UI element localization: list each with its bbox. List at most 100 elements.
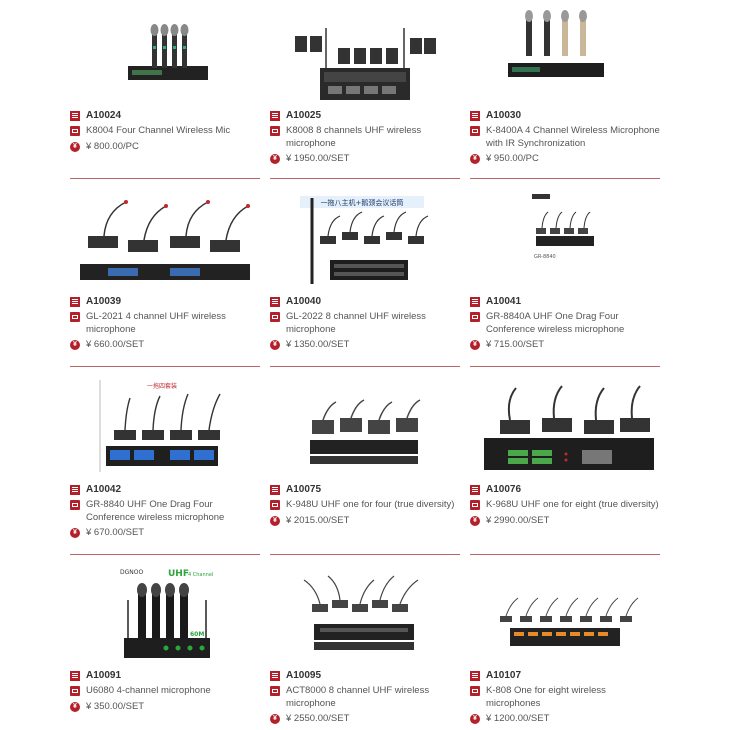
product-price: ¥ 2990.00/SET (486, 514, 550, 526)
product-code-icon (270, 671, 280, 681)
product-code-icon (70, 297, 80, 307)
product-image[interactable] (470, 566, 660, 664)
range-badge: 60M (190, 631, 204, 638)
product-price: ¥ 950.00/PC (486, 153, 539, 164)
product-code[interactable]: A10040 (286, 296, 322, 307)
product-price: ¥ 350.00/SET (86, 700, 145, 712)
product-name[interactable]: U6080 4-channel microphone (86, 685, 211, 696)
price-icon: ¥ (70, 701, 80, 712)
product-image[interactable]: 一拖八主机+鹅颈会议话筒 (270, 192, 460, 290)
price-icon: ¥ (70, 141, 80, 152)
product-code[interactable]: A10042 (86, 484, 122, 495)
product-code[interactable]: A10041 (486, 296, 522, 307)
price-icon: ¥ (470, 515, 480, 526)
product-caption: GR-8840 (534, 254, 556, 260)
price-icon: ¥ (270, 515, 280, 526)
product-name[interactable]: ACT8000 8 channel UHF wireless microphon… (286, 685, 430, 709)
product-image[interactable] (70, 8, 260, 106)
product-code-icon (470, 671, 480, 681)
product-price: ¥ 2015.00/SET (286, 514, 350, 526)
price-icon: ¥ (70, 528, 80, 538)
product-code[interactable]: A10095 (286, 670, 322, 681)
row-divider (70, 554, 260, 555)
product-code-icon (70, 485, 80, 495)
product-image[interactable] (270, 380, 460, 478)
product-price: ¥ 660.00/SET (86, 339, 145, 350)
row-divider (70, 178, 260, 179)
conference-mic-system-icon (80, 200, 250, 280)
product-price: ¥ 715.00/SET (486, 339, 545, 350)
product-name-icon (70, 126, 80, 136)
product-image[interactable] (70, 192, 260, 290)
product-image[interactable] (470, 380, 660, 478)
price-icon: ¥ (470, 714, 480, 724)
product-price: ¥ 2550.00/SET (286, 713, 350, 724)
product-code[interactable]: A10076 (486, 484, 522, 495)
price-icon: ¥ (470, 340, 480, 350)
product-image[interactable] (470, 8, 660, 106)
conference-mic-system-icon (303, 575, 419, 650)
product-code[interactable]: A10024 (86, 110, 122, 121)
product-code[interactable]: A10075 (286, 484, 322, 495)
product-name-icon (270, 312, 280, 322)
product-code[interactable]: A10091 (86, 670, 122, 681)
product-image[interactable]: DGNOO UHF 4 Channel 60M (70, 566, 260, 664)
product-code[interactable]: A10107 (486, 670, 522, 681)
product-name[interactable]: K8008 8 channels UHF wireless microphone (286, 125, 422, 149)
product-name[interactable]: K8004 Four Channel Wireless Mic (86, 125, 231, 136)
price-icon: ¥ (270, 714, 280, 724)
product-image[interactable] (270, 8, 460, 106)
product-code-icon (470, 297, 480, 307)
conference-mic-system-icon: GR-8840 (532, 194, 594, 260)
price-icon: ¥ (270, 154, 280, 164)
handheld-mic-system-icon (128, 24, 208, 80)
product-image[interactable]: GR-8840 (470, 192, 660, 290)
product-name[interactable]: GR-8840 UHF One Drag Four Conference wir… (86, 499, 225, 523)
conference-mic-system-icon: 一拖四套装 (99, 380, 221, 472)
product-code-icon (70, 111, 80, 121)
product-name-icon (70, 312, 80, 322)
product-code-icon (470, 111, 480, 121)
product-name-icon (470, 312, 480, 322)
handheld-mic-system-icon (508, 10, 604, 77)
product-name[interactable]: K-968U UHF one for eight (true diversity… (486, 499, 659, 510)
product-name-icon (470, 500, 480, 510)
channel-badge: 4 Channel (188, 572, 213, 578)
product-name[interactable]: GL-2021 4 channel UHF wireless microphon… (86, 311, 226, 335)
product-name[interactable]: K-8400A 4 Channel Wireless Microphone wi… (486, 125, 660, 149)
product-code-icon (270, 111, 280, 121)
uhf-badge: UHF (168, 569, 189, 579)
price-icon: ¥ (270, 340, 280, 350)
product-name-icon (470, 686, 480, 696)
conference-mic-system-icon: 一拖八主机+鹅颈会议话筒 (300, 196, 429, 284)
row-divider (270, 554, 460, 555)
product-name[interactable]: GL-2022 8 channel UHF wireless microphon… (286, 311, 426, 335)
product-code-icon (270, 297, 280, 307)
product-price: ¥ 1200.00/SET (486, 713, 550, 724)
handheld-mic-system-icon: DGNOO UHF 4 Channel 60M (120, 569, 213, 658)
product-code-icon (70, 671, 80, 681)
product-image[interactable] (270, 566, 460, 664)
product-image[interactable]: 一拖四套装 (70, 380, 260, 478)
product-name[interactable]: K-948U UHF one for four (true diversity) (286, 499, 455, 510)
row-divider (70, 366, 260, 367)
product-code[interactable]: A10025 (286, 110, 322, 121)
product-price: ¥ 670.00/SET (86, 527, 145, 538)
row-divider (470, 366, 660, 367)
product-name-icon (270, 500, 280, 510)
product-banner: 一拖八主机+鹅颈会议话筒 (321, 198, 404, 207)
row-divider (470, 178, 660, 179)
product-name[interactable]: K-808 One for eight wireless microphones (486, 685, 606, 709)
lavalier-mic-system-icon (295, 28, 436, 100)
product-price: ¥ 1950.00/SET (286, 153, 350, 164)
product-name-icon (70, 500, 80, 510)
product-name[interactable]: GR-8840A UHF One Drag Four Conference wi… (486, 311, 625, 335)
row-divider (270, 178, 460, 179)
price-icon: ¥ (470, 154, 480, 164)
price-icon: ¥ (70, 340, 80, 350)
product-code[interactable]: A10039 (86, 296, 122, 307)
product-price: ¥ 800.00/PC (86, 140, 139, 152)
row-divider (470, 554, 660, 555)
product-name-icon (470, 126, 480, 136)
product-code[interactable]: A10030 (486, 110, 522, 121)
